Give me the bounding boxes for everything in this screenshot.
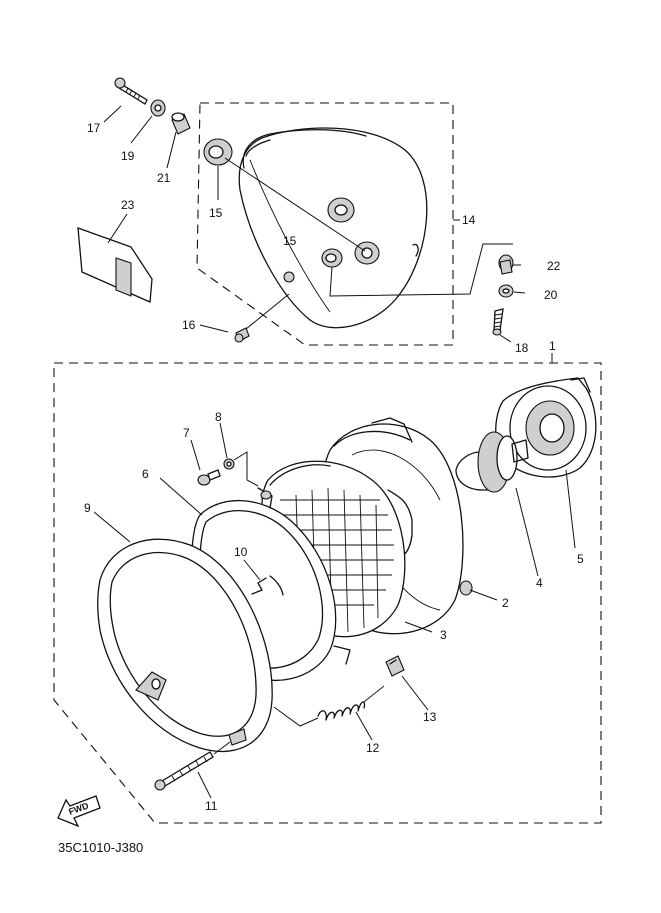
callout-16: 16 — [182, 318, 196, 332]
screw-7 — [197, 469, 221, 486]
callout-17: 17 — [87, 121, 101, 135]
callout-10: 10 — [234, 545, 248, 559]
headlight-housing — [238, 127, 428, 329]
callout-7: 7 — [183, 426, 190, 440]
callout-15-a: 15 — [209, 206, 223, 220]
callout-14: 14 — [462, 213, 476, 227]
screw-16 — [234, 327, 250, 343]
rim-9 — [97, 538, 273, 753]
callout-18: 18 — [515, 341, 529, 355]
nut-22 — [498, 254, 514, 275]
callout-8: 8 — [215, 410, 222, 424]
spring-12 — [317, 685, 385, 721]
callout-3: 3 — [440, 628, 447, 642]
screw-11 — [154, 751, 214, 791]
washer-19 — [150, 99, 166, 117]
collar-21 — [171, 112, 191, 135]
leader-lines — [93, 105, 576, 799]
callout-21: 21 — [157, 171, 171, 185]
grommet-15-a — [203, 138, 233, 166]
callout-15-b: 15 — [283, 234, 297, 248]
callout-6: 6 — [142, 467, 149, 481]
callout-20: 20 — [544, 288, 558, 302]
callouts: 17 19 21 15 15 23 14 16 22 20 18 1 8 7 6… — [84, 121, 584, 813]
socket-cover-5 — [495, 377, 597, 478]
bulb-4 — [455, 431, 529, 493]
diagram-code: 35C1010-J380 — [58, 840, 143, 855]
callout-23: 23 — [121, 198, 135, 212]
bolt-17 — [114, 77, 148, 105]
callout-5: 5 — [577, 552, 584, 566]
clip-13 — [385, 655, 405, 677]
callout-12: 12 — [366, 741, 380, 755]
washer-20 — [498, 284, 514, 298]
wire-clip-10 — [251, 575, 284, 596]
washer-8 — [223, 458, 235, 470]
grommet-15-b — [321, 248, 343, 268]
fwd-arrow: FWD — [57, 795, 101, 828]
callout-11: 11 — [205, 799, 218, 813]
callout-4: 4 — [536, 576, 543, 590]
callout-2: 2 — [502, 596, 509, 610]
screw-18 — [492, 308, 504, 336]
label-23 — [77, 227, 153, 303]
callout-19: 19 — [121, 149, 135, 163]
callout-1: 1 — [549, 339, 556, 353]
callout-13: 13 — [423, 710, 437, 724]
group-14-outline — [196, 102, 454, 346]
group-1-outline — [53, 362, 602, 824]
callout-9: 9 — [84, 501, 91, 515]
callout-22: 22 — [547, 259, 561, 273]
